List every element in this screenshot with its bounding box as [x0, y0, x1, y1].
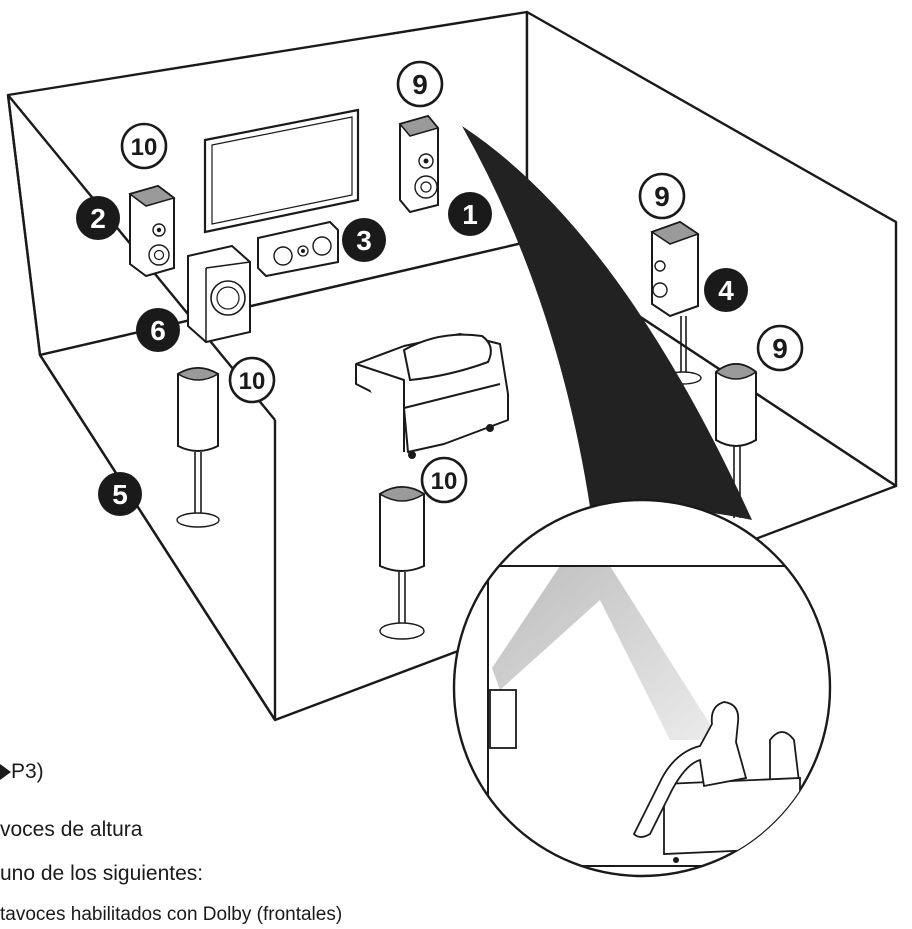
arrow-icon [0, 764, 11, 781]
svg-text:1: 1 [462, 199, 478, 230]
svg-text:10: 10 [431, 468, 458, 495]
marker-surround-right: 4 [704, 268, 748, 312]
marker-height-side-right: 9 [638, 172, 686, 220]
caption-line-2: uno de los siguientes: [0, 862, 204, 885]
subwoofer [187, 244, 251, 344]
marker-surround-left: 5 [98, 472, 142, 516]
svg-text:6: 6 [150, 315, 166, 346]
armchair [355, 333, 509, 459]
svg-text:4: 4 [718, 275, 734, 306]
marker-height-side-left: 10 [228, 356, 276, 404]
svg-text:10: 10 [131, 134, 158, 161]
page-reference: P3) [0, 760, 44, 784]
television [203, 108, 360, 234]
marker-subwoofer: 6 [136, 308, 180, 352]
svg-text:3: 3 [356, 225, 372, 256]
rear-left-speaker [176, 367, 220, 528]
rear-right-speaker [714, 363, 758, 518]
marker-height-front-left: 10 [120, 122, 168, 170]
svg-text:9: 9 [772, 333, 788, 364]
front-left-speaker [128, 184, 176, 278]
svg-text:9: 9 [412, 69, 428, 100]
rear-center-speaker [378, 486, 426, 640]
front-right-speaker [398, 114, 440, 214]
marker-front-right: 1 [448, 192, 492, 236]
svg-text:9: 9 [654, 181, 670, 212]
marker-front-left: 2 [76, 196, 120, 240]
marker-height-rear-center: 10 [420, 456, 468, 504]
marker-height-front-right: 9 [396, 60, 444, 108]
marker-center: 3 [342, 218, 386, 262]
svg-text:10: 10 [239, 368, 266, 395]
caption-line-1: voces de altura [0, 818, 143, 841]
marker-height-rear-right: 9 [756, 324, 804, 372]
center-speaker [257, 220, 339, 278]
svg-text:2: 2 [90, 203, 106, 234]
caption-line-3: tavoces habilitados con Dolby (frontales… [0, 904, 343, 925]
svg-text:5: 5 [112, 479, 128, 510]
sound-beam [462, 126, 752, 520]
